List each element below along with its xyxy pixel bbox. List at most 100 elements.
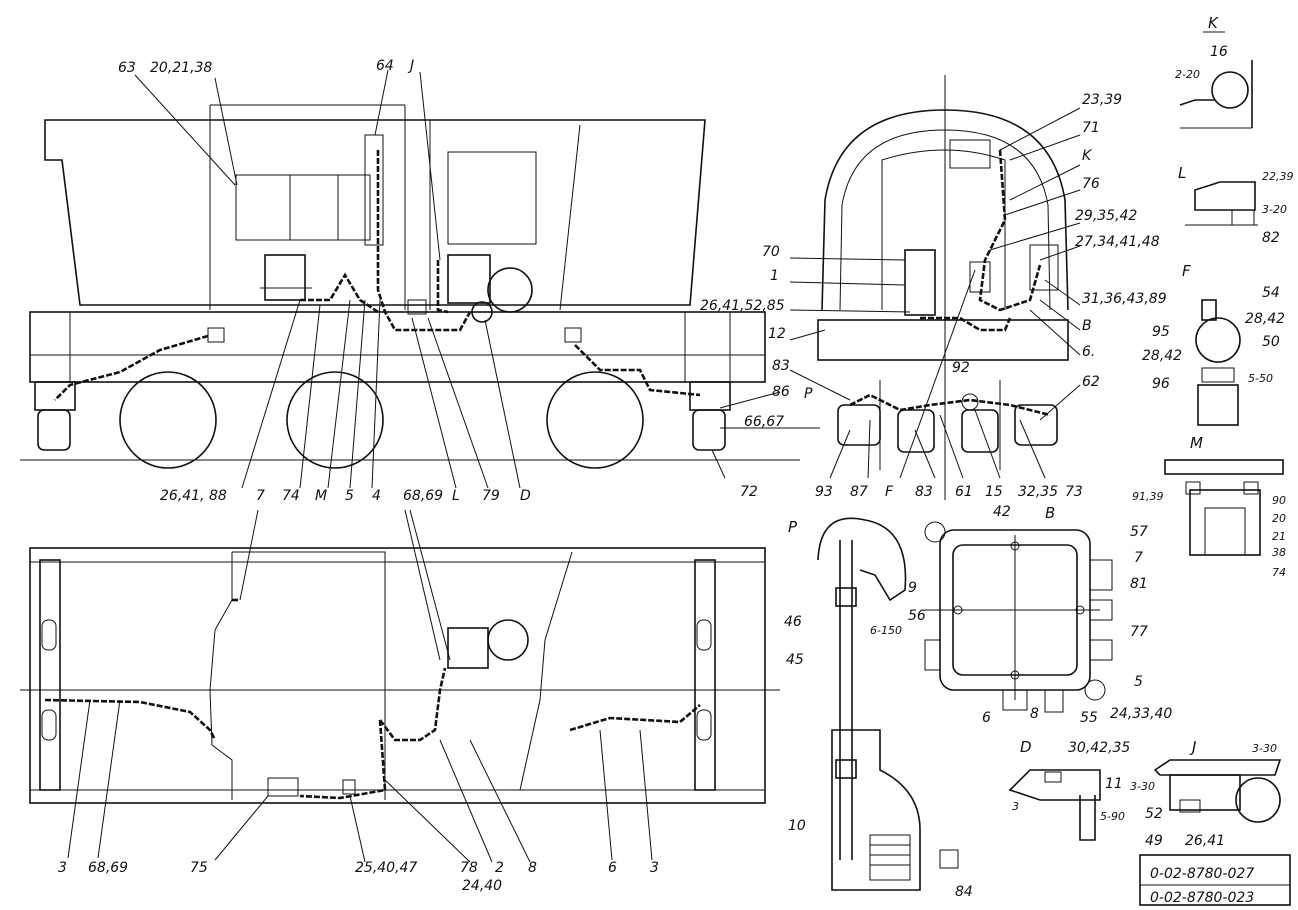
- label-7: 7: [256, 488, 265, 504]
- front-label-62: 62: [1082, 374, 1100, 390]
- detail-k: K 16 2-20: [1175, 14, 1253, 129]
- plan-label-8: 8: [528, 860, 537, 876]
- detail-f-5-50: 5-50: [1248, 372, 1273, 385]
- label-68-69: 68,69: [403, 488, 443, 504]
- detail-p-45: 45: [786, 652, 804, 668]
- front-label-32-35: 32,35: [1018, 484, 1058, 500]
- detail-k-16: 16: [1210, 44, 1228, 60]
- drawing-number-primary: 0-02-8780-027: [1150, 866, 1254, 882]
- detail-d: D 30,42,35 3 11 5-90: [1008, 738, 1130, 841]
- detail-p-6-150: 6-150: [870, 624, 902, 637]
- detail-m-title: M: [1190, 434, 1203, 452]
- detail-b-24-33-40: 24,33,40: [1110, 706, 1172, 722]
- detail-j-52: 52: [1145, 806, 1163, 822]
- detail-d-5-90: 5-90: [1100, 810, 1125, 823]
- detail-l-3-20: 3-20: [1262, 203, 1287, 216]
- detail-b-56: 56: [908, 608, 926, 624]
- front-label-83-top: 83: [772, 358, 790, 374]
- detail-b-6: 6: [982, 710, 991, 726]
- front-label-6: 6.: [1082, 344, 1095, 360]
- plan-label-3-right: 3: [650, 860, 659, 876]
- front-view: 23,39 71 K 76 29,35,42 27,34,41,48 31,36…: [700, 75, 1167, 520]
- detail-f-28-42-top: 28,42: [1245, 311, 1285, 327]
- title-block: 0-02-8780-027 0-02-8780-023: [1139, 854, 1291, 906]
- detail-b-55: 55: [1080, 710, 1098, 726]
- detail-j-26-41: 26,41: [1185, 833, 1225, 849]
- detail-f-96: 96: [1152, 376, 1170, 392]
- label-79: 79: [482, 488, 500, 504]
- detail-p-9: 9: [908, 580, 917, 596]
- plan-label-68-69: 68,69: [88, 860, 128, 876]
- detail-b-8: 8: [1030, 706, 1039, 722]
- front-label-15: 15: [985, 484, 1003, 500]
- label-64: 64: [376, 58, 394, 74]
- label-d: D: [520, 488, 531, 504]
- label-j: J: [407, 58, 414, 74]
- detail-f-28-42-bottom: 28,42: [1142, 348, 1182, 364]
- detail-b-7: 7: [1134, 550, 1143, 566]
- label-86: 86: [772, 384, 790, 400]
- label-4: 4: [372, 488, 381, 504]
- front-label-76: 76: [1082, 176, 1100, 192]
- detail-f-95: 95: [1152, 324, 1170, 340]
- detail-j-title: J: [1189, 738, 1196, 756]
- detail-k-title: K: [1208, 14, 1219, 32]
- front-label-29-35-42: 29,35,42: [1075, 208, 1137, 224]
- label-66-67: 66,67: [744, 414, 784, 430]
- detail-d-30-42-35: 30,42,35: [1068, 740, 1130, 756]
- side-view: 63 20,21,38 64 J 26,41, 88 7 74 M 5 4 68…: [20, 58, 820, 504]
- detail-l-title: L: [1178, 164, 1186, 182]
- front-label-26-41-52-85: 26,41,52,85: [700, 298, 785, 314]
- front-label-71: 71: [1082, 120, 1100, 136]
- front-label-1: 1: [770, 268, 779, 284]
- detail-b-5: 5: [1134, 674, 1143, 690]
- front-label-87: 87: [850, 484, 868, 500]
- plan-label-6: 6: [608, 860, 617, 876]
- detail-j-3-30: 3-30: [1130, 780, 1155, 793]
- detail-d-3: 3: [1012, 800, 1019, 813]
- label-5: 5: [345, 488, 354, 504]
- detail-b-81: 81: [1130, 576, 1148, 592]
- detail-m-74: 74: [1272, 566, 1286, 579]
- detail-k-2-20: 2-20: [1175, 68, 1200, 81]
- plan-label-24-40: 24,40: [462, 878, 502, 894]
- detail-d-title: D: [1020, 738, 1032, 756]
- front-label-23-39: 23,39: [1082, 92, 1122, 108]
- plan-label-78: 78: [460, 860, 478, 876]
- plan-view: 3 68,69 75 25,40,47 78 24,40 2 8 6 3: [20, 509, 780, 894]
- label-m: M: [315, 488, 327, 504]
- detail-p-10: 10: [788, 818, 806, 834]
- detail-b-77: 77: [1130, 624, 1148, 640]
- detail-b-57: 57: [1130, 524, 1148, 540]
- detail-f-title: F: [1182, 262, 1191, 280]
- detail-m-38: 38: [1272, 546, 1286, 559]
- detail-j: J 3-30 3-30 52 49 26,41: [1130, 738, 1282, 849]
- label-26-41-88: 26,41, 88: [160, 488, 227, 504]
- label-20-21-38: 20,21,38: [150, 60, 212, 76]
- front-label-70: 70: [762, 244, 780, 260]
- detail-b-title: B: [1045, 504, 1055, 522]
- plan-label-2: 2: [495, 860, 504, 876]
- plan-label-25-40-47: 25,40,47: [355, 860, 417, 876]
- detail-l-22-39: 22,39: [1262, 170, 1294, 183]
- plan-label-3-left: 3: [58, 860, 67, 876]
- detail-f-54: 54: [1262, 285, 1280, 301]
- front-label-12: 12: [768, 326, 786, 342]
- front-label-61: 61: [955, 484, 973, 500]
- label-l: L: [452, 488, 460, 504]
- detail-b: B 57 7 81 56 77 5 6 8 55 24,33,40: [908, 504, 1172, 726]
- front-label-b: B: [1082, 318, 1092, 334]
- detail-f: F 54 28,42 95 50 28,42 96 5-50: [1142, 262, 1285, 426]
- detail-j-49: 49: [1145, 833, 1163, 849]
- front-label-73: 73: [1065, 484, 1083, 500]
- front-label-f: F: [885, 484, 894, 500]
- detail-f-50: 50: [1262, 334, 1280, 350]
- detail-m-91-39: 91,39: [1132, 490, 1164, 503]
- front-label-92: 92: [952, 360, 970, 376]
- detail-m-90: 90: [1272, 494, 1286, 507]
- label-63: 63: [118, 60, 136, 76]
- front-label-93: 93: [815, 484, 833, 500]
- plan-label-75: 75: [190, 860, 208, 876]
- front-label-42: 42: [993, 504, 1011, 520]
